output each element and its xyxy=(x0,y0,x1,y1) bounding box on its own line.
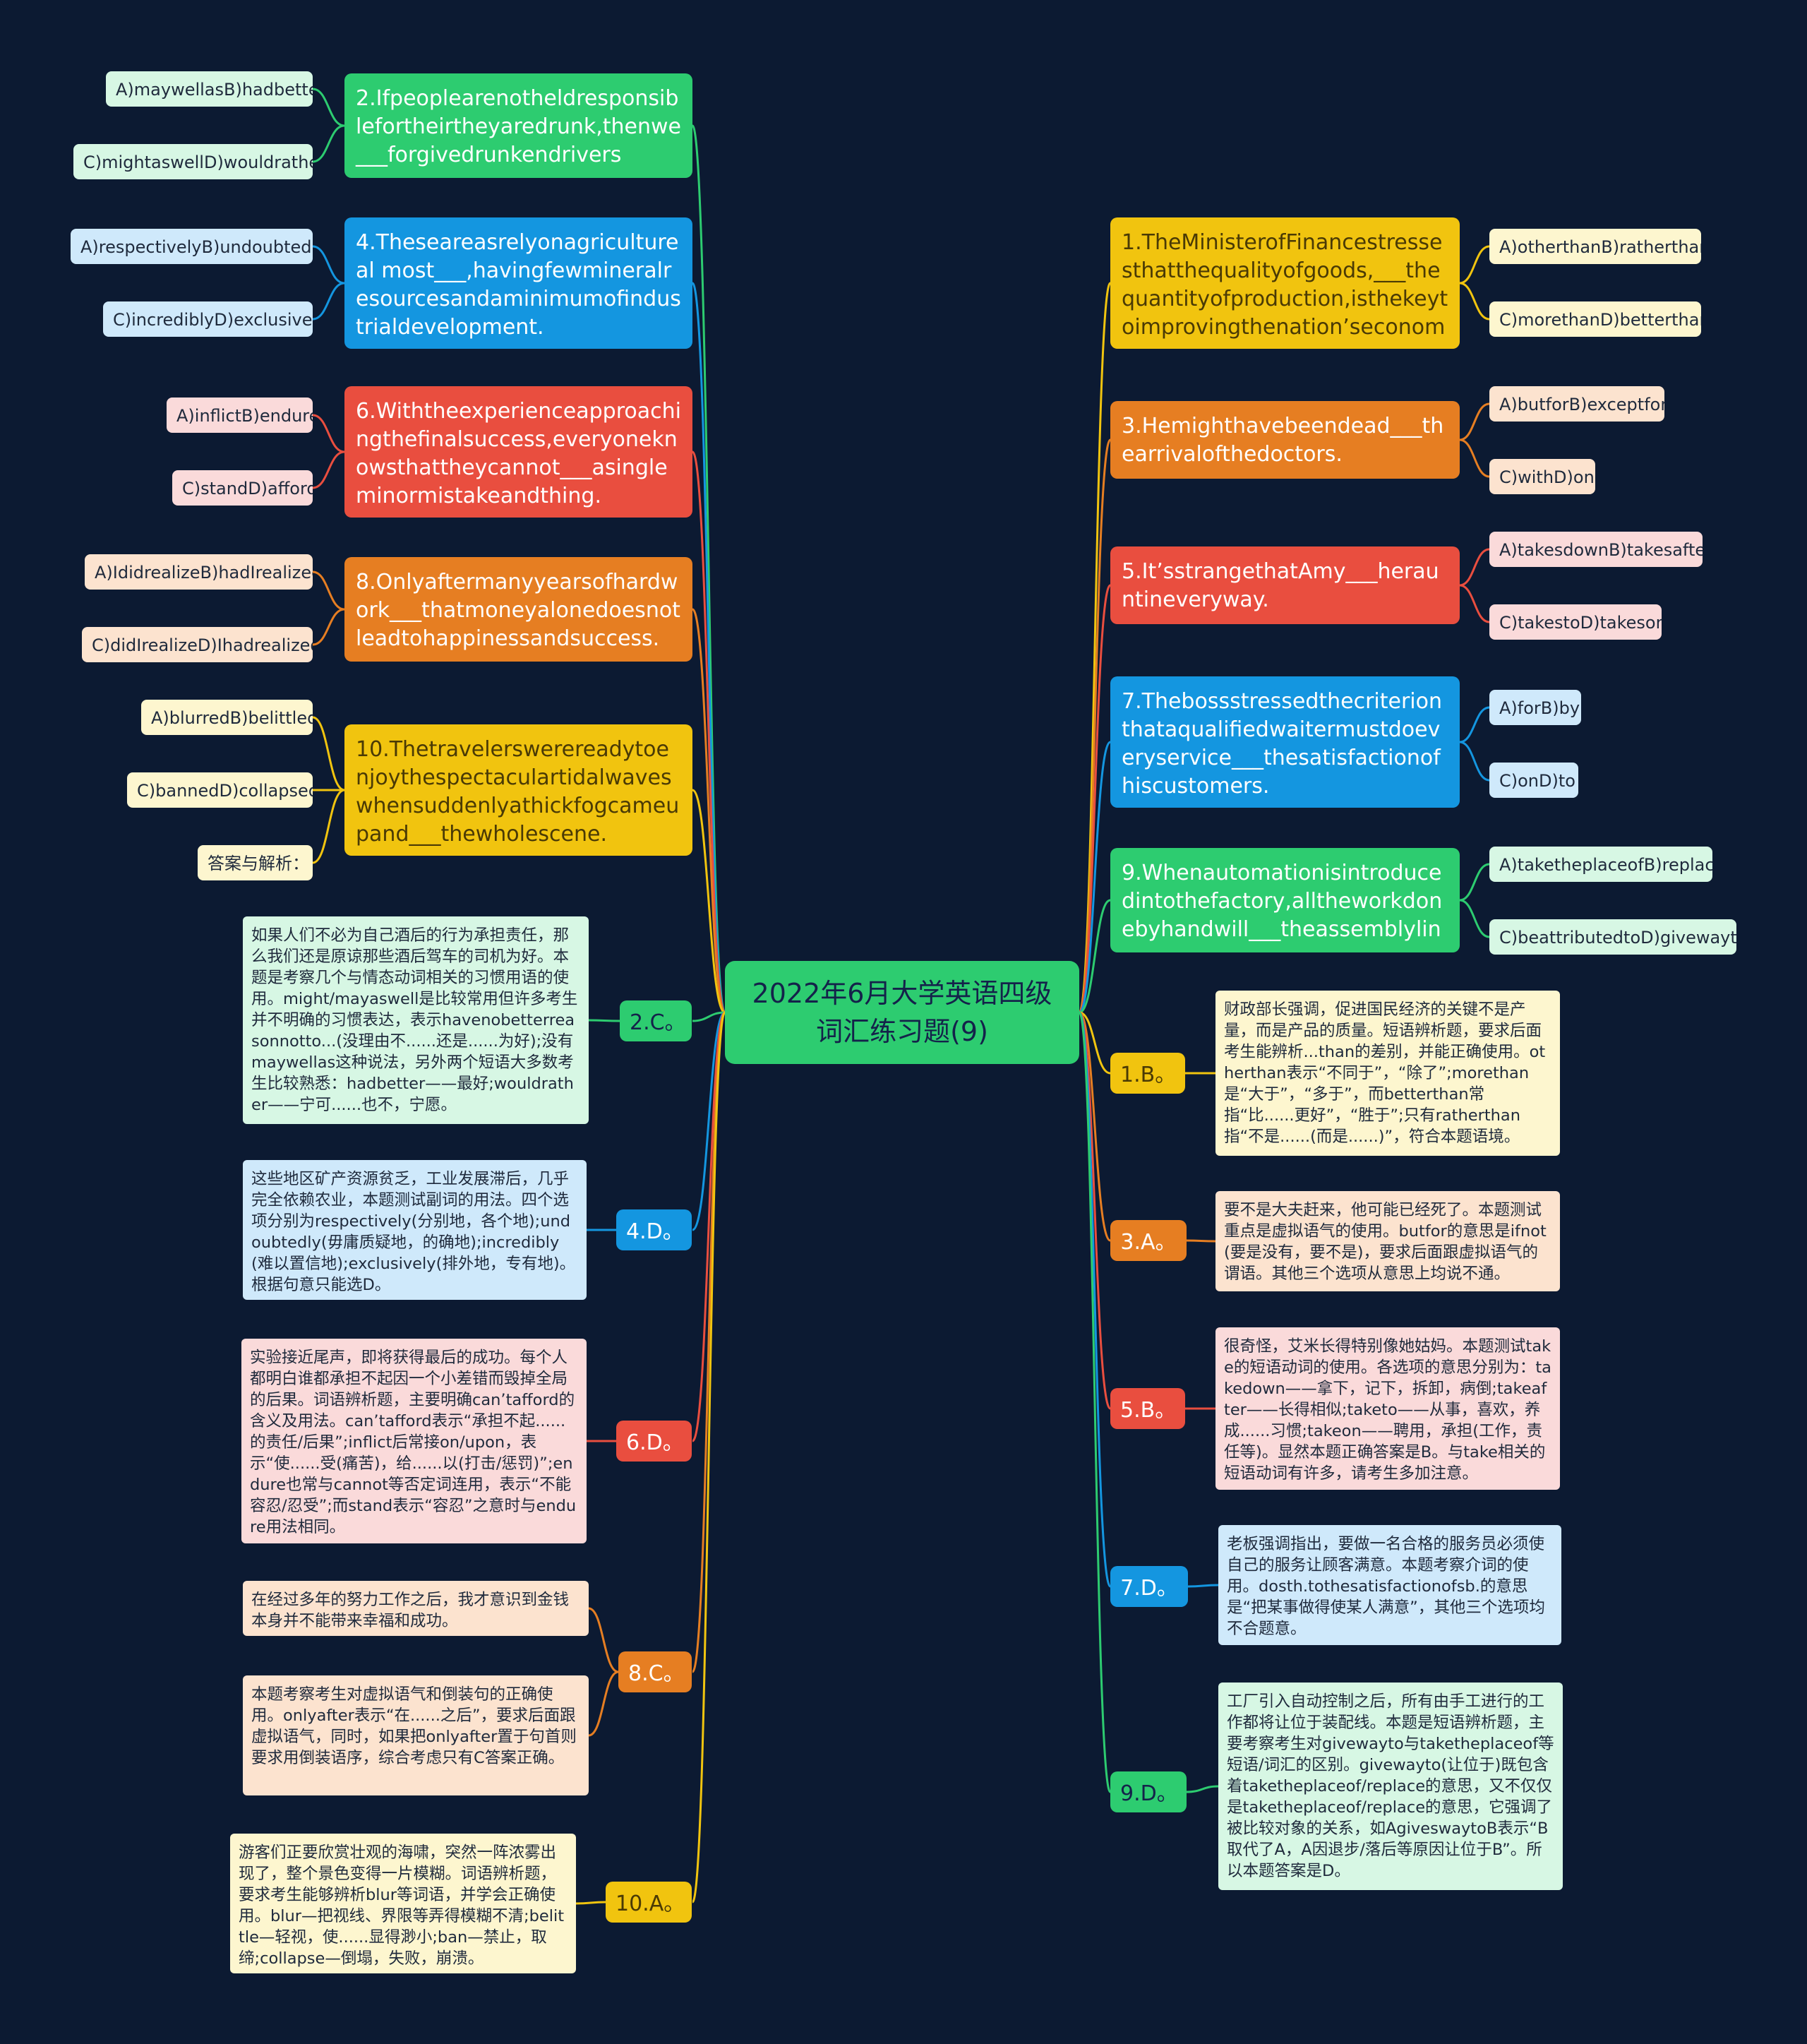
option-q2-ab[interactable]: A)maywellasB)hadbetter xyxy=(106,71,313,107)
link-q-left-4-2 xyxy=(312,789,345,864)
option-q7-ab[interactable]: A)forB)by xyxy=(1489,690,1581,725)
link-q-left-0-1 xyxy=(312,124,345,163)
question-7[interactable]: 7.Thebossstressedthecriterionthataqualif… xyxy=(1110,676,1460,808)
option-q4-ab[interactable]: A)respectivelyB)undoubtedly xyxy=(71,229,313,264)
link-q-left-2-1 xyxy=(312,450,345,489)
explanation-3: 要不是大夫赶来，他可能已经死了。本题测试重点是虚拟语气的使用。butfor的意思… xyxy=(1215,1191,1560,1291)
question-10[interactable]: 10.Thetravelerswerereadytoenjoythespecta… xyxy=(344,724,692,856)
answer-7-label[interactable]: 7.D。 xyxy=(1110,1566,1188,1607)
option-q7-cd[interactable]: C)onD)to xyxy=(1489,763,1578,798)
link-left-9 xyxy=(691,1011,726,1903)
link-q-right-0-0 xyxy=(1459,245,1490,285)
link-q-right-2-0 xyxy=(1459,548,1490,587)
question-4[interactable]: 4.Theseareasrelyonagricultureal most___,… xyxy=(344,217,692,349)
option-q3-ab[interactable]: A)butforB)exceptfor xyxy=(1489,386,1664,422)
explanation-7: 老板强调指出，要做一名合格的服务员必须使自己的服务让顾客满意。本题考察介词的使用… xyxy=(1218,1525,1561,1645)
answer-2-label[interactable]: 2.C。 xyxy=(620,1000,692,1041)
option-q1-cd[interactable]: C)morethanD)betterthan xyxy=(1489,301,1701,337)
explanation-4: 这些地区矿产资源贫乏，工业发展滞后，几乎完全依赖农业，本题测试副词的用法。四个选… xyxy=(243,1160,587,1300)
explanation-10: 游客们正要欣赏壮观的海啸，突然一阵浓雾出现了，整个景色变得一片模糊。词语辨析题，… xyxy=(230,1834,576,1973)
link-q-left-2-0 xyxy=(312,414,345,453)
explanation-8-a: 在经过多年的努力工作之后，我才意识到金钱本身并不能带来幸福和成功。 xyxy=(243,1581,589,1636)
option-q9-cd[interactable]: C)beattributedtoD)givewayto xyxy=(1489,919,1736,955)
link-q-right-4-0 xyxy=(1459,863,1490,902)
link-right-3 xyxy=(1078,741,1112,1014)
link-left-4 xyxy=(692,789,726,1014)
option-q6-ab[interactable]: A)inflictB)endure xyxy=(167,398,313,433)
option-q10-cd[interactable]: C)bannedD)collapsed xyxy=(127,772,313,808)
option-q6-cd[interactable]: C)standD)afford xyxy=(172,470,313,506)
answer-6-label[interactable]: 6.D。 xyxy=(616,1421,692,1462)
link-right-8 xyxy=(1078,1011,1112,1588)
explanation-9: 工厂引入自动控制之后，所有由手工进行的工作都将让位于装配线。本题是短语辨析题，主… xyxy=(1218,1683,1563,1890)
answer-8-label[interactable]: 8.C。 xyxy=(618,1651,692,1692)
link-q-left-4-0 xyxy=(312,716,345,791)
option-q5-cd[interactable]: C)takestoD)takeson xyxy=(1489,604,1662,640)
link-left-5 xyxy=(692,1011,726,1022)
link-right-1 xyxy=(1078,438,1112,1014)
link-left-6 xyxy=(692,1011,726,1231)
option-q8-ab[interactable]: A)IdidrealizeB)hadIrealized xyxy=(85,554,313,590)
link-q-right-1-0 xyxy=(1459,402,1490,441)
question-9[interactable]: 9.Whenautomationisintroducedintothefacto… xyxy=(1110,848,1460,952)
option-q3-cd[interactable]: C)withD)on xyxy=(1489,459,1595,494)
link-a-right-3 xyxy=(1187,1584,1219,1588)
central-topic[interactable]: 2022年6月大学英语四级词汇练习题(9) xyxy=(725,961,1079,1064)
link-right-6 xyxy=(1079,1011,1111,1242)
option-q5-ab[interactable]: A)takesdownB)takesafter xyxy=(1489,532,1703,567)
explanation-5: 很奇怪，艾米长得特别像她姑妈。本题测试take的短语动词的使用。各选项的意思分别… xyxy=(1215,1327,1560,1490)
question-6[interactable]: 6.Withtheexperienceapproachingthefinalsu… xyxy=(344,386,692,518)
explanation-8-b: 本题考察考生对虚拟语气和倒装句的正确使用。onlyafter表示“在......… xyxy=(243,1675,589,1795)
question-2[interactable]: 2.Ifpeoplearenotheldresponsiblefortheirt… xyxy=(344,73,692,178)
answer-4-label[interactable]: 4.D。 xyxy=(616,1209,692,1250)
question-1[interactable]: 1.TheMinisterofFinancestressesthatthequa… xyxy=(1110,217,1460,349)
link-q-right-4-1 xyxy=(1459,899,1490,938)
answer-10-label[interactable]: 10.A。 xyxy=(606,1882,692,1923)
link-q-right-0-1 xyxy=(1459,282,1490,321)
link-q-left-3-1 xyxy=(312,608,345,646)
link-q-right-1-1 xyxy=(1459,438,1490,478)
link-right-5 xyxy=(1079,1011,1111,1075)
link-left-0 xyxy=(691,124,726,1014)
option-q1-ab[interactable]: A)otherthanB)ratherthan xyxy=(1489,229,1701,264)
answer-3-label[interactable]: 3.A。 xyxy=(1110,1220,1187,1261)
option-q4-cd[interactable]: C)incrediblyD)exclusively xyxy=(103,301,313,337)
link-right-2 xyxy=(1078,584,1112,1014)
link-q-left-0-0 xyxy=(312,88,345,127)
link-a-left-3-1 xyxy=(588,1671,619,1737)
option-q8-cd[interactable]: C)didIrealizeD)Ihadrealized xyxy=(82,627,313,662)
link-q-left-1-0 xyxy=(312,245,345,285)
answer-9-label[interactable]: 9.D。 xyxy=(1110,1771,1187,1812)
option-q10-ab[interactable]: A)blurredB)belittled xyxy=(141,700,313,735)
link-q-left-1-1 xyxy=(312,282,345,321)
link-q-right-2-1 xyxy=(1459,584,1490,623)
question-5[interactable]: 5.It’sstrangethatAmy___herauntineveryway… xyxy=(1110,546,1460,624)
link-a-left-4-0 xyxy=(575,1901,606,1905)
link-left-3 xyxy=(691,608,726,1014)
question-8[interactable]: 8.Onlyaftermanyyearsofhardwork___thatmon… xyxy=(344,557,692,662)
option-q9-ab[interactable]: A)taketheplaceofB)replace xyxy=(1489,847,1712,882)
link-right-4 xyxy=(1079,899,1111,1014)
answer-1-label[interactable]: 1.B。 xyxy=(1110,1053,1185,1094)
answer-5-label[interactable]: 5.B。 xyxy=(1110,1388,1185,1429)
explanation-1: 财政部长强调，促进国民经济的关键不是产量，而是产品的质量。短语辨析题，要求后面考… xyxy=(1215,991,1560,1156)
option-q2-cd[interactable]: C)mightaswellD)wouldrather xyxy=(73,144,313,179)
link-a-left-0-0 xyxy=(588,1019,620,1022)
link-a-left-3-0 xyxy=(588,1607,619,1673)
link-q-right-3-1 xyxy=(1459,741,1490,782)
link-right-9 xyxy=(1078,1011,1112,1793)
question-3[interactable]: 3.Hemighthavebeendead___thearrivalofthed… xyxy=(1110,401,1460,479)
explanation-2: 如果人们不必为自己酒后的行为承担责任，那么我们还是原谅那些酒后驾车的司机为好。本… xyxy=(243,916,589,1124)
link-q-left-3-0 xyxy=(312,570,345,611)
explanation-6: 实验接近尾声，即将获得最后的成功。每个人都明白谁都承担不起因一个小差错而毁掉全局… xyxy=(241,1339,587,1543)
link-a-right-4 xyxy=(1186,1785,1219,1793)
link-q-right-3-0 xyxy=(1459,706,1490,743)
answer-analysis-label[interactable]: 答案与解析： xyxy=(198,845,313,880)
